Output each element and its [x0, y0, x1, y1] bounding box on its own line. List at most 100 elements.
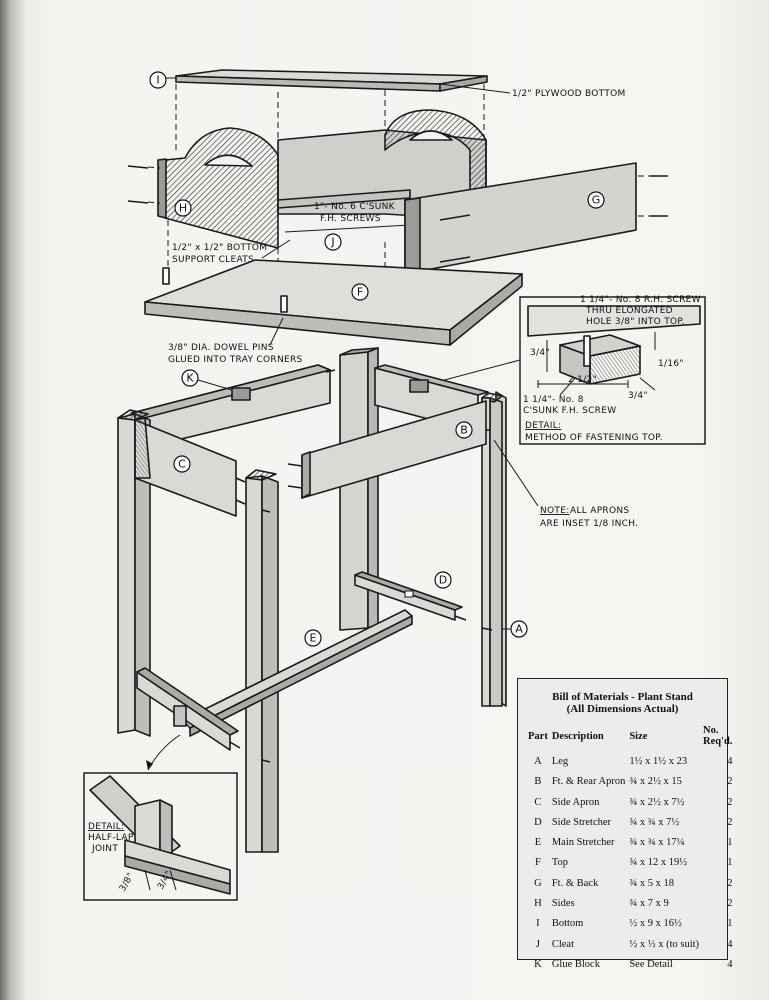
- note-line-2: ARE INSET 1/8 INCH.: [540, 519, 638, 529]
- detail-caption: METHOD OF FASTENING TOP.: [525, 433, 663, 443]
- svg-text:F: F: [357, 286, 363, 299]
- stretcher-side-front: [136, 667, 241, 751]
- part-qty: 2: [727, 776, 733, 788]
- svg-text:E: E: [310, 632, 317, 645]
- tray-front-panel-g: [404, 162, 637, 275]
- part-size: ¾ x 2½ x 15: [629, 776, 682, 788]
- part-letter: H: [534, 898, 542, 910]
- callout-f: F: [351, 283, 369, 301]
- note-aprons-inset: NOTE: ALL APRONS ARE INSET 1/8 INCH.: [493, 439, 638, 529]
- halflap-label-3: JOINT: [91, 844, 118, 854]
- halflap-label-2: HALF-LAP: [88, 833, 134, 843]
- svg-text:G: G: [592, 194, 601, 207]
- part-qty: 1: [727, 837, 733, 849]
- part-description: Ft. & Rear Apron: [551, 776, 626, 788]
- table-row: K Glue Block See Detail 4: [528, 959, 737, 979]
- rh-screw-label-2: THRU ELONGATED: [585, 306, 673, 316]
- apron-front-b: [287, 400, 487, 499]
- apron-side-back: [131, 364, 336, 449]
- tray-side-left-h: [157, 127, 279, 249]
- part-description: Side Stretcher: [551, 816, 612, 828]
- part-letter: A: [534, 756, 542, 767]
- bom-subtitle: (All Dimensions Actual): [566, 703, 679, 715]
- part-description: Main Stretcher: [551, 837, 615, 849]
- dim-label-3-4-b: 3/4": [628, 391, 648, 401]
- part-size: 1½ x 1½ x 23: [629, 756, 688, 767]
- part-description: Leg: [551, 756, 569, 767]
- part-size: See Detail: [629, 958, 673, 970]
- callout-d: D: [434, 571, 452, 589]
- bom-header-description: Description: [551, 730, 604, 742]
- cleats-label-2: SUPPORT CLEATS: [172, 255, 254, 265]
- bom-header-qty: No. Req'd.: [703, 725, 733, 747]
- stretcher-side-d: [354, 571, 467, 621]
- svg-text:D: D: [439, 574, 447, 587]
- bom-header-size: Size: [629, 730, 648, 742]
- part-qty: 1: [727, 857, 733, 869]
- svg-text:B: B: [460, 424, 468, 437]
- rh-screw-label-3: HOLE 3/8" INTO TOP.: [586, 317, 685, 327]
- table-row: I Bottom ½ x 9 x 16½ 1: [528, 918, 737, 938]
- part-letter: E: [534, 837, 542, 849]
- dowel-pins-right: [638, 175, 668, 217]
- part-size: ¾ x 7 x 9: [629, 898, 669, 910]
- dowel-pins-left: [127, 165, 161, 204]
- part-size: ¾ x ¾ x 7½: [629, 816, 680, 828]
- bom-header-row: Part Description Size No. Req'd.: [528, 725, 737, 756]
- detail-label: DETAIL:: [525, 421, 561, 431]
- part-qty: 4: [727, 958, 733, 970]
- leg-front-right-a: [481, 392, 503, 707]
- part-letter: I: [536, 918, 540, 930]
- leg-front-left: [117, 409, 151, 737]
- part-letter: J: [535, 938, 540, 950]
- callout-a: A: [502, 620, 528, 638]
- part-description: Glue Block: [551, 958, 600, 970]
- svg-text:A: A: [515, 623, 523, 636]
- part-size: ½ x 9 x 16½: [629, 918, 682, 930]
- svg-text:K: K: [186, 372, 194, 385]
- part-size: ½ x ½ x (to suit): [629, 938, 700, 950]
- callout-h: H: [174, 199, 192, 217]
- callout-e: E: [304, 629, 322, 647]
- note-label: NOTE:: [540, 506, 570, 516]
- dim-label-3-4: 3/4": [530, 348, 550, 358]
- dowel-label-1: 3/8" DIA. DOWEL PINS: [168, 343, 274, 353]
- bom-header-part: Part: [528, 730, 548, 742]
- callout-b: B: [455, 421, 473, 439]
- note-line-1: ALL APRONS: [570, 506, 629, 516]
- plywood-bottom-label: 1/2" PLYWOOD BOTTOM: [512, 89, 626, 99]
- part-qty: 2: [727, 796, 733, 808]
- detail-fastening-top: 1 1/4"- No. 8 R.H. SCREW THRU ELONGATED …: [519, 295, 706, 445]
- leg-front-center: [245, 469, 279, 853]
- part-qty: 1: [727, 918, 733, 930]
- part-description: Sides: [551, 898, 575, 910]
- stretcher-main-e: [182, 609, 413, 737]
- part-qty: 4: [727, 756, 733, 767]
- detail-leader: [436, 359, 521, 383]
- part-description: Ft. & Back: [551, 877, 599, 889]
- part-letter: K: [534, 958, 542, 970]
- dim-label-2-1-2: 2 1/2": [568, 375, 597, 385]
- fh-screw-label-1: 1 1/4"- No. 8: [523, 395, 584, 405]
- part-description: Cleat: [551, 938, 574, 950]
- callout-k: K: [181, 369, 233, 391]
- part-description: Top: [551, 857, 569, 869]
- part-description: Bottom: [551, 918, 584, 930]
- callout-c: C: [173, 455, 191, 473]
- bom-title: Bill of Materials - Plant Stand: [552, 691, 693, 703]
- rh-screw-label-1: 1 1/4"- No. 8 R.H. SCREW: [580, 295, 701, 305]
- halflap-label-1: DETAIL:: [88, 822, 124, 832]
- svg-text:J: J: [330, 236, 334, 249]
- part-letter: F: [534, 857, 541, 869]
